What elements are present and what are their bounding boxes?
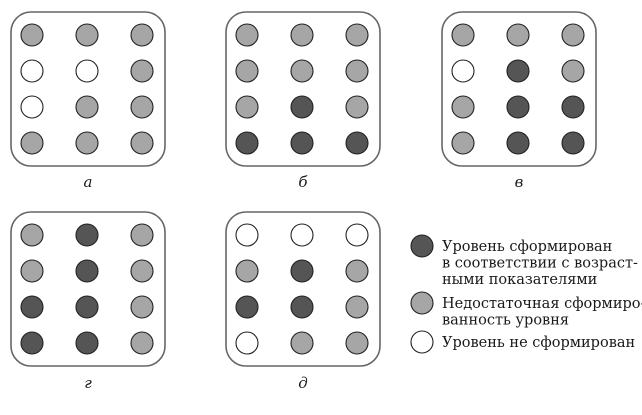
dot-formed xyxy=(561,95,585,119)
dot-insufficient xyxy=(345,295,369,319)
dot-insufficient xyxy=(75,23,99,47)
dot-insufficient xyxy=(130,131,154,155)
dot-insufficient xyxy=(290,23,314,47)
panel-frame xyxy=(441,11,597,167)
dot-formed xyxy=(235,131,259,155)
dot-insufficient xyxy=(235,95,259,119)
dot-insufficient xyxy=(130,59,154,83)
dot-insufficient xyxy=(345,331,369,355)
dot-insufficient xyxy=(235,23,259,47)
panel-a: а xyxy=(10,11,166,191)
dot-formed xyxy=(290,295,314,319)
dot-not-formed xyxy=(235,331,259,355)
panels: а б в г д xyxy=(10,11,597,392)
dot-formed xyxy=(235,295,259,319)
dot-insufficient xyxy=(20,131,44,155)
dot-insufficient xyxy=(130,295,154,319)
panel-v: в xyxy=(441,11,597,191)
dot-insufficient xyxy=(130,331,154,355)
dot-not-formed xyxy=(290,223,314,247)
dot-formed xyxy=(20,331,44,355)
dot-insufficient xyxy=(130,23,154,47)
dot-insufficient xyxy=(451,23,475,47)
dot-formed xyxy=(345,131,369,155)
panel-b: б xyxy=(225,11,381,191)
dot-formed xyxy=(75,295,99,319)
panel-caption: в xyxy=(515,173,524,191)
dot-insufficient xyxy=(506,23,530,47)
panel-caption: б xyxy=(298,173,308,191)
dot-insufficient xyxy=(345,95,369,119)
dot-formed xyxy=(75,331,99,355)
panel-frame xyxy=(10,211,166,367)
legend-label: Недостаточная сформиро- xyxy=(442,296,642,312)
dot-insufficient xyxy=(345,59,369,83)
legend-swatch xyxy=(410,234,434,258)
panel-g: г xyxy=(10,211,166,392)
dot-not-formed xyxy=(20,95,44,119)
dot-insufficient xyxy=(561,23,585,47)
dot-insufficient xyxy=(20,259,44,283)
dot-formed xyxy=(561,131,585,155)
dot-not-formed xyxy=(451,59,475,83)
legend-swatch xyxy=(410,291,434,315)
dot-insufficient xyxy=(130,95,154,119)
dot-insufficient xyxy=(561,59,585,83)
dot-insufficient xyxy=(75,95,99,119)
legend-item-insufficient: Недостаточная сформиро-ванность уровня xyxy=(410,291,642,329)
dot-formed xyxy=(290,259,314,283)
legend-swatch xyxy=(410,330,434,354)
panel-frame xyxy=(225,211,381,367)
dot-formed xyxy=(506,131,530,155)
dot-formed xyxy=(75,223,99,247)
legend-label: Уровень не сформирован xyxy=(442,335,635,351)
dot-insufficient xyxy=(75,131,99,155)
legend-label: ванность уровня xyxy=(442,313,569,329)
dot-insufficient xyxy=(451,131,475,155)
dot-formed xyxy=(75,259,99,283)
legend-label: в соответствии с возраст- xyxy=(442,256,638,272)
dot-formed xyxy=(506,59,530,83)
panel-d: д xyxy=(225,211,381,392)
dot-formed xyxy=(20,295,44,319)
dot-insufficient xyxy=(290,331,314,355)
panel-caption: д xyxy=(298,374,308,392)
legend-label: Уровень сформирован xyxy=(442,239,612,255)
dot-not-formed xyxy=(235,223,259,247)
legend-item-not-formed: Уровень не сформирован xyxy=(410,330,635,354)
dot-insufficient xyxy=(130,223,154,247)
dot-insufficient xyxy=(235,259,259,283)
panel-frame xyxy=(10,11,166,167)
dot-insufficient xyxy=(20,223,44,247)
dot-insufficient xyxy=(290,59,314,83)
legend-label: ными показателями xyxy=(442,272,597,288)
dot-insufficient xyxy=(345,23,369,47)
panel-caption: г xyxy=(84,374,92,392)
panel-frame xyxy=(225,11,381,167)
panel-caption: а xyxy=(84,173,93,191)
dot-formed xyxy=(506,95,530,119)
dot-insufficient xyxy=(451,95,475,119)
dot-insufficient xyxy=(235,59,259,83)
dot-not-formed xyxy=(345,223,369,247)
dot-not-formed xyxy=(75,59,99,83)
dot-insufficient xyxy=(345,259,369,283)
dot-insufficient xyxy=(20,23,44,47)
dot-formed xyxy=(290,131,314,155)
dot-insufficient xyxy=(130,259,154,283)
dot-not-formed xyxy=(20,59,44,83)
dot-formed xyxy=(290,95,314,119)
